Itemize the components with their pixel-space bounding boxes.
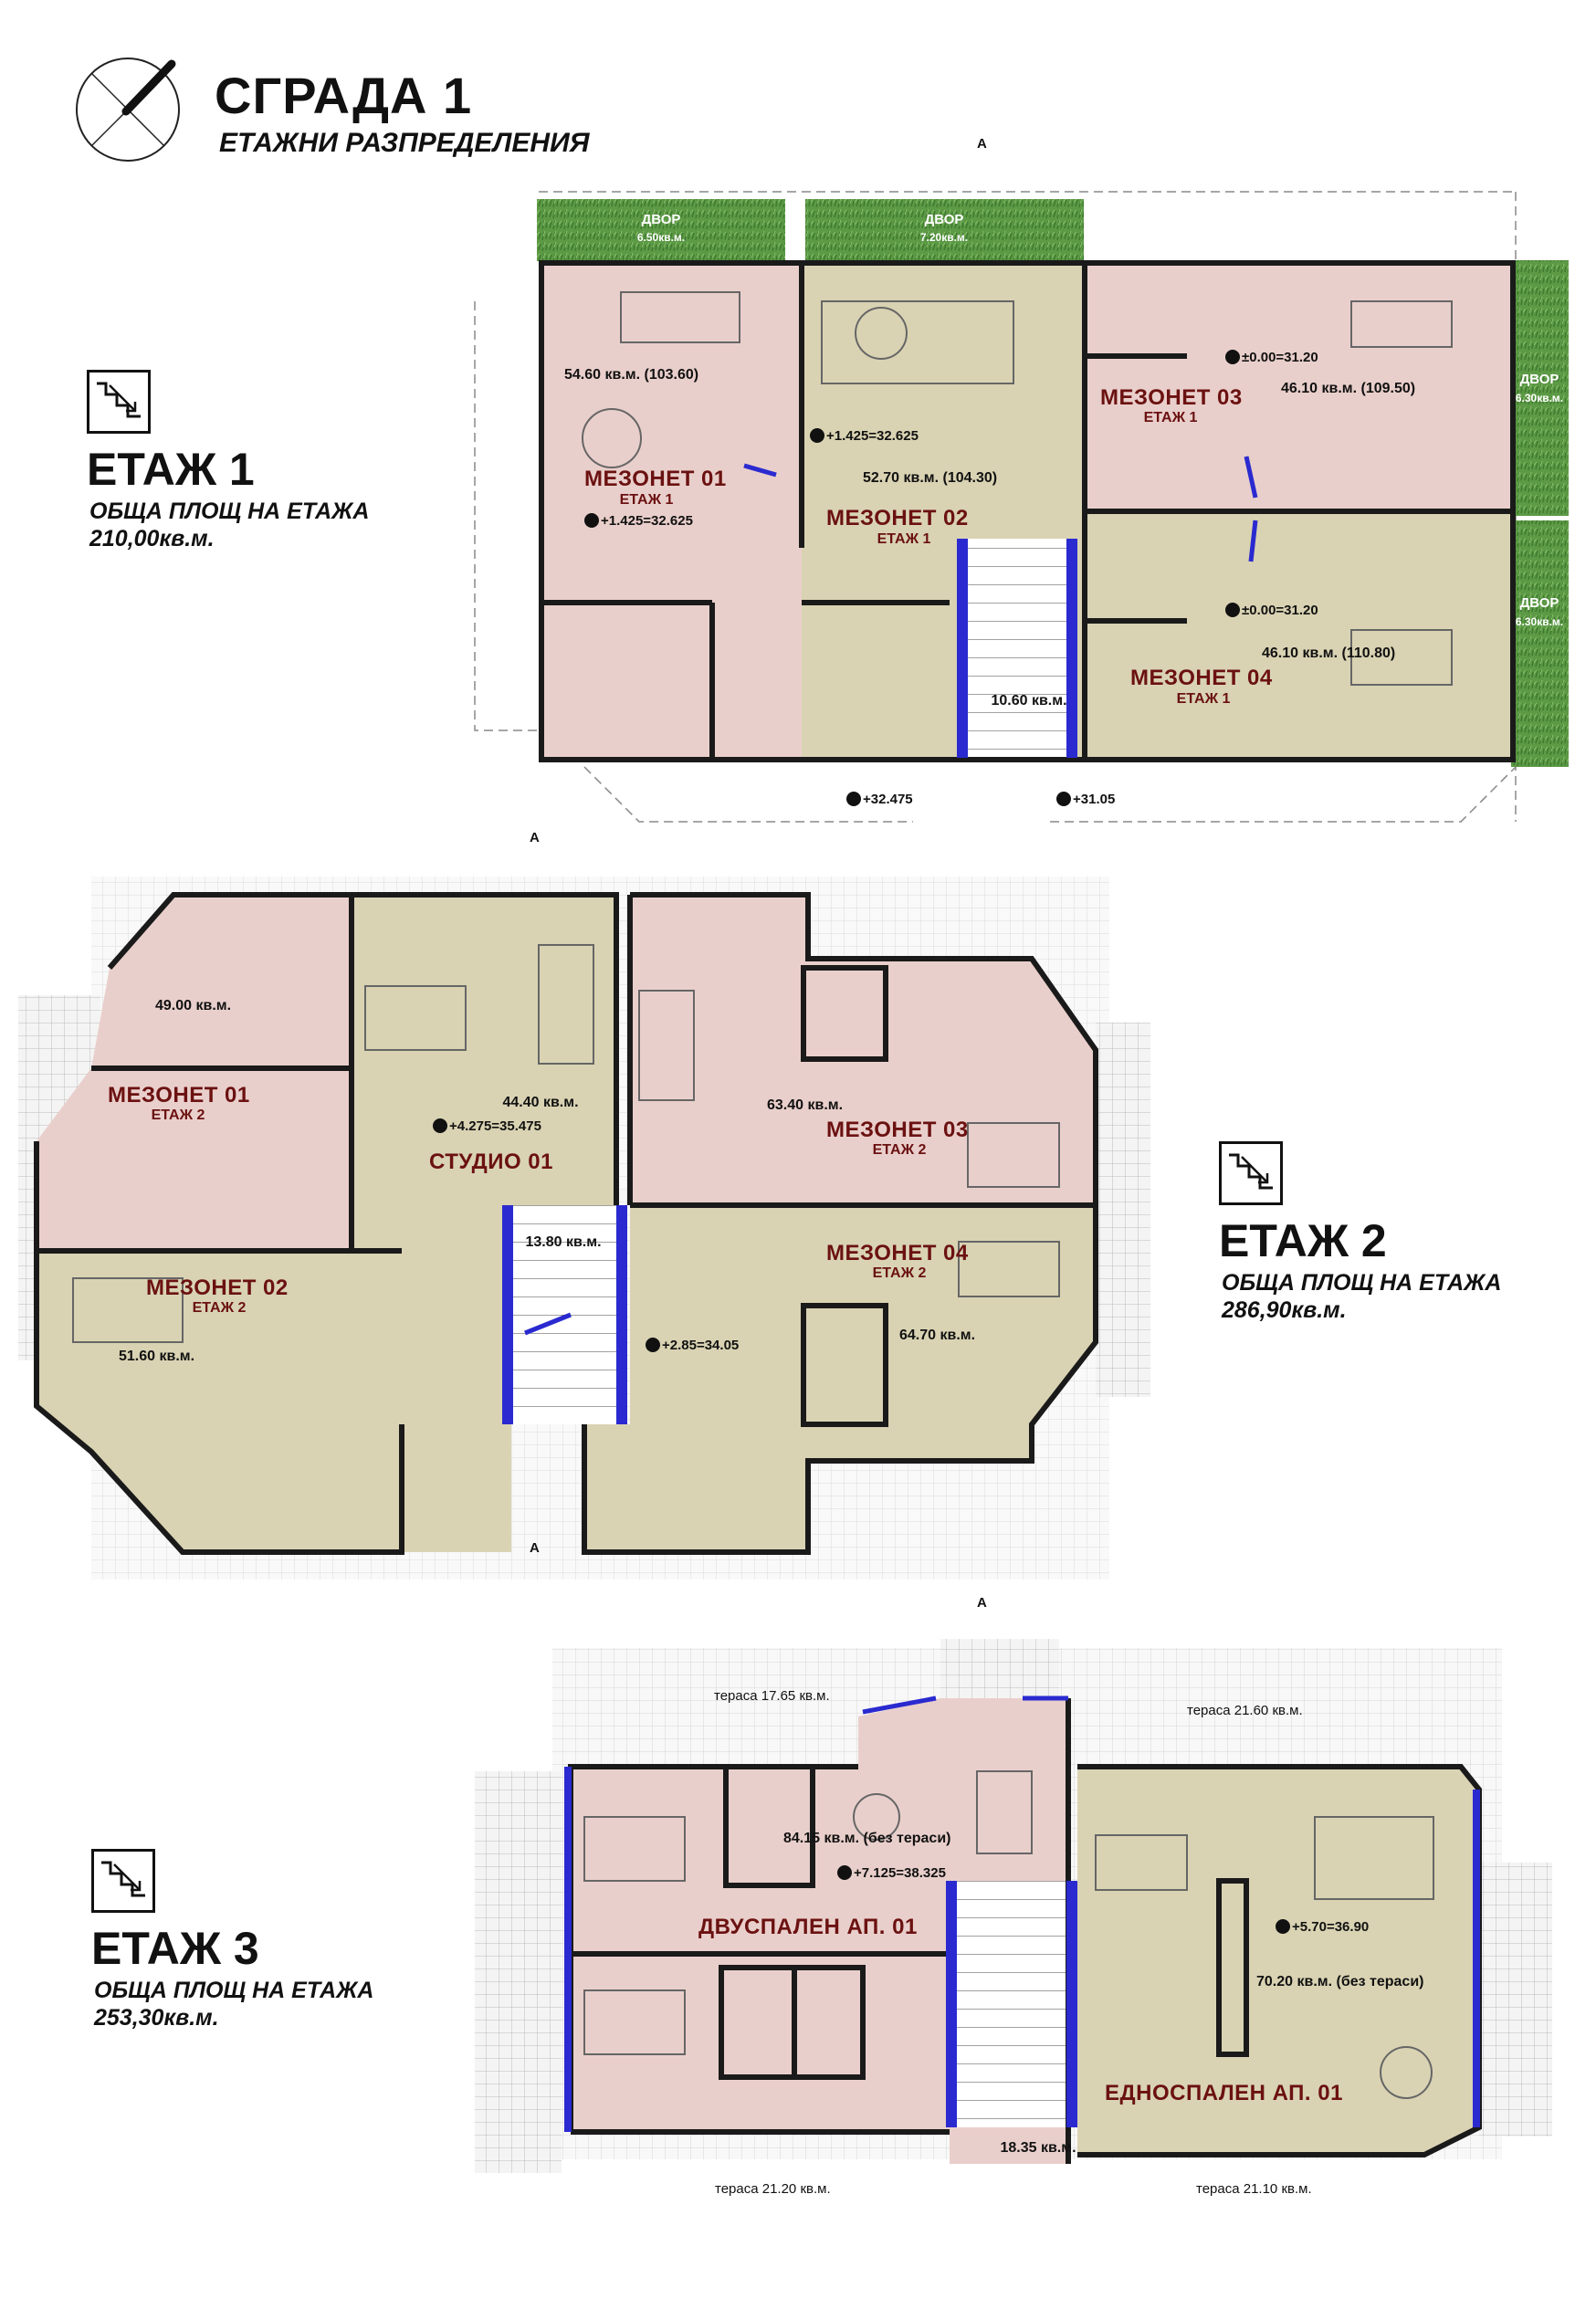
- unit-floor: ЕТАЖ 1: [1144, 410, 1198, 425]
- stairwell: [959, 539, 1076, 758]
- unit-floor: ЕТАЖ 1: [1177, 691, 1231, 707]
- floor-2-area-value: 286,90кв.м.: [1222, 1297, 1347, 1323]
- yard-label: ДВОР: [1520, 372, 1559, 387]
- room-ednospalen-01: [1077, 1767, 1479, 2155]
- terrace-label: тераса 21.20 кв.м.: [715, 2181, 831, 2197]
- level-mark: +2.85=34.05: [662, 1338, 739, 1353]
- yard-area: 6.30кв.м.: [1516, 392, 1563, 404]
- room-studio-01: [352, 895, 616, 1251]
- yard-area: 6.50кв.м.: [637, 231, 685, 244]
- unit-floor: ЕТАЖ 2: [873, 1142, 927, 1158]
- stairwell: [954, 1881, 1068, 2127]
- level-mark: +4.275=35.475: [449, 1118, 541, 1134]
- page-subtitle: ЕТАЖНИ РАЗПРЕДЕЛЕНИЯ: [219, 128, 590, 158]
- compass-icon: [73, 55, 183, 164]
- unit-area: 84.15 кв.м. (без тераси): [783, 1831, 950, 1846]
- level-marker-icons: [433, 350, 1290, 1934]
- unit-name: МЕЗОНЕТ 03: [1100, 385, 1243, 410]
- unit-area: 51.60 кв.м.: [119, 1349, 194, 1364]
- terrace-label: тераса 21.10 кв.м.: [1196, 2181, 1312, 2197]
- unit-name: МЕЗОНЕТ 04: [826, 1241, 969, 1265]
- yard-label: ДВОР: [1520, 595, 1559, 611]
- floor-1-area-value: 210,00кв.м.: [89, 526, 215, 551]
- room-mezonet-03: [630, 895, 1096, 1205]
- section-mark: A: [977, 136, 987, 152]
- unit-floor: ЕТАЖ 2: [152, 1108, 205, 1123]
- unit-name: МЕЗОНЕТ 03: [826, 1118, 969, 1142]
- floor-3-title: ЕТАЖ 3: [91, 1923, 259, 1974]
- section-mark: A: [530, 1540, 540, 1556]
- unit-floor: ЕТАЖ 1: [620, 492, 674, 508]
- page-title: СГРАДА 1: [215, 67, 473, 124]
- unit-area: 64.70 кв.м.: [899, 1328, 975, 1343]
- floor-2-plan: 49.00 кв.м. МЕЗОНЕТ 01 ЕТАЖ 2 МЕЗОНЕТ 02…: [18, 830, 1150, 1580]
- unit-name: МЕЗОНЕТ 01: [108, 1083, 250, 1108]
- yard-label: ДВОР: [642, 212, 681, 227]
- floor-3-area-value: 253,30кв.м.: [94, 2005, 219, 2031]
- yard-area: 7.20кв.м.: [920, 231, 968, 244]
- unit-name: ЕДНОСПАЛЕН АП. 01: [1105, 2081, 1343, 2105]
- yard: [1511, 260, 1569, 516]
- room-mezonet-03: [1085, 265, 1511, 511]
- unit-name: СТУДИО 01: [429, 1150, 553, 1174]
- yard-area: 6.30кв.м.: [1516, 615, 1563, 628]
- room-mezonet-01: [37, 895, 352, 1251]
- unit-area: 52.70 кв.м. (104.30): [863, 470, 997, 486]
- floor-2-area-label: ОБЩА ПЛОЩ НА ЕТАЖА: [1222, 1270, 1502, 1296]
- stair-area: 13.80 кв.м.: [525, 1234, 601, 1250]
- stair-area: 18.35 кв.м.: [1000, 2140, 1076, 2156]
- floor-3-plan: тераса 17.65 кв.м. тераса 21.60 кв.м. те…: [475, 1595, 1552, 2197]
- stairs-icon: [87, 370, 151, 434]
- unit-area: 63.40 кв.м.: [767, 1097, 843, 1113]
- floor-3-area-label: ОБЩА ПЛОЩ НА ЕТАЖА: [94, 1978, 374, 2003]
- level-mark: ±0.00=31.20: [1242, 603, 1318, 618]
- level-mark: +31.05: [1073, 792, 1115, 807]
- floor-1-plan: ДВОР 6.50кв.м. ДВОР 7.20кв.м. ДВОР 6.30к…: [474, 136, 1569, 823]
- terrace-label: тераса 21.60 кв.м.: [1187, 1703, 1303, 1718]
- unit-floor: ЕТАЖ 1: [877, 531, 931, 547]
- yard-label: ДВОР: [925, 212, 964, 227]
- stairs-icon: [91, 1849, 155, 1913]
- yard: [1511, 520, 1569, 767]
- unit-area: 49.00 кв.м.: [155, 998, 231, 1013]
- level-mark: +1.425=32.625: [826, 428, 919, 444]
- level-mark: +1.425=32.625: [601, 513, 693, 529]
- stair-area: 10.60 кв.м.: [991, 693, 1066, 709]
- room-dvuspalen-01: [571, 1698, 1068, 2164]
- unit-floor: ЕТАЖ 2: [873, 1265, 927, 1281]
- room-mezonet-04: [584, 1205, 1096, 1552]
- room-mezonet-04: [1085, 511, 1511, 758]
- unit-name: МЕЗОНЕТ 04: [1130, 666, 1273, 690]
- level-mark: +5.70=36.90: [1292, 1919, 1369, 1935]
- unit-name: МЕЗОНЕТ 01: [584, 467, 727, 491]
- level-mark: +7.125=38.325: [854, 1865, 946, 1881]
- unit-name: МЕЗОНЕТ 02: [826, 506, 969, 530]
- terrace-label: тераса 17.65 кв.м.: [714, 1688, 830, 1704]
- unit-area: 54.60 кв.м. (103.60): [564, 367, 698, 383]
- unit-area: 44.40 кв.м.: [502, 1095, 578, 1110]
- stairs-icon: [1219, 1141, 1283, 1205]
- section-mark: A: [530, 830, 540, 845]
- yard: [805, 199, 1084, 261]
- room-mezonet-02: [37, 1251, 402, 1552]
- unit-name: ДВУСПАЛЕН АП. 01: [698, 1915, 918, 1939]
- floor-2-title: ЕТАЖ 2: [1219, 1215, 1387, 1266]
- unit-area: 46.10 кв.м. (109.50): [1281, 381, 1415, 396]
- yard: [537, 199, 785, 261]
- floor-1-area-label: ОБЩА ПЛОЩ НА ЕТАЖА: [89, 499, 370, 524]
- level-mark: ±0.00=31.20: [1242, 350, 1318, 365]
- level-mark: +32.475: [863, 792, 913, 807]
- unit-area: 46.10 кв.м. (110.80): [1262, 646, 1395, 661]
- unit-floor: ЕТАЖ 2: [193, 1300, 247, 1316]
- section-mark: A: [977, 1595, 987, 1611]
- room-mezonet-01: [543, 265, 802, 758]
- unit-name: МЕЗОНЕТ 02: [146, 1275, 289, 1300]
- floor-1-title: ЕТАЖ 1: [87, 444, 255, 495]
- room-common: [402, 1251, 511, 1552]
- unit-area: 70.20 кв.м. (без тераси): [1256, 1974, 1423, 1989]
